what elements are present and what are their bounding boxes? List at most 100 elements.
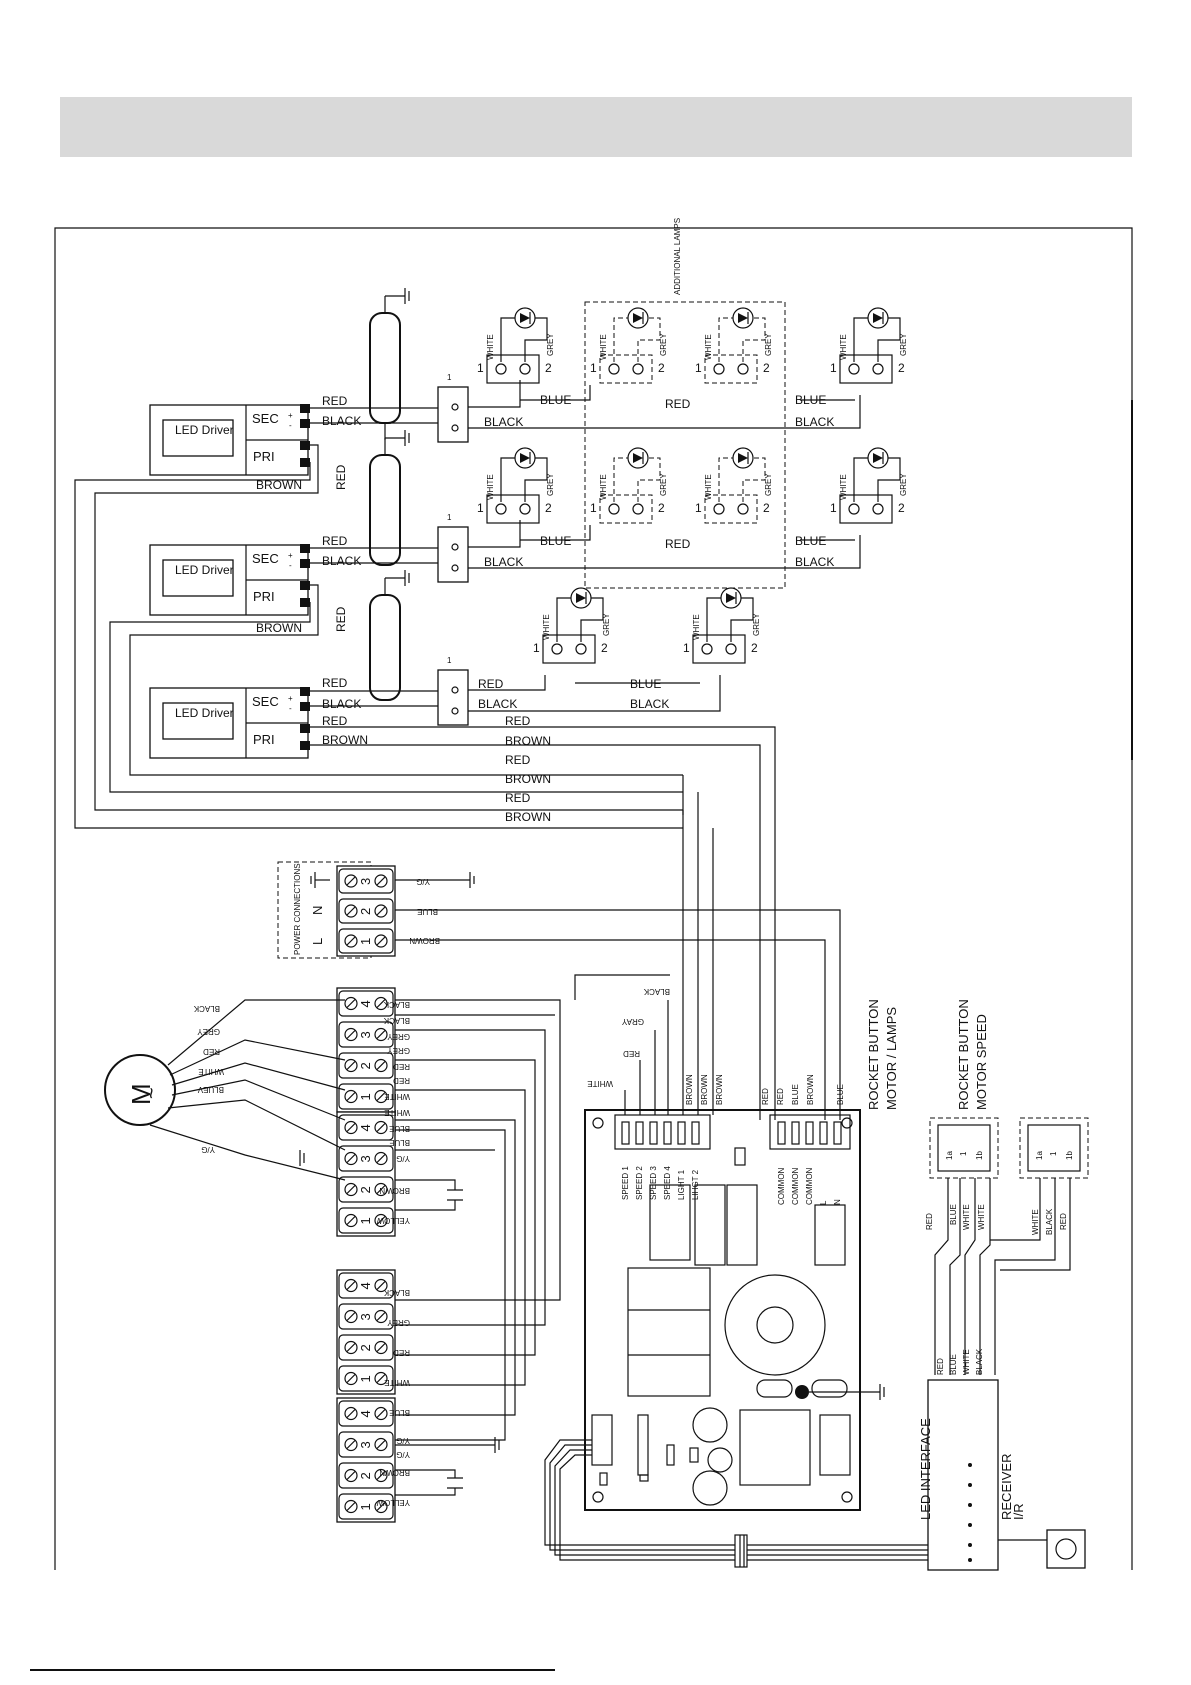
svg-text:BLUE: BLUE bbox=[949, 1354, 958, 1375]
svg-text:RED: RED bbox=[761, 1088, 770, 1105]
svg-text:3: 3 bbox=[358, 1155, 373, 1162]
svg-text:SPEED 4: SPEED 4 bbox=[663, 1166, 672, 1200]
svg-text:3: 3 bbox=[358, 1031, 373, 1038]
svg-text:RED: RED bbox=[665, 537, 691, 551]
svg-text:GRAY: GRAY bbox=[621, 1017, 644, 1026]
power-earth-icon bbox=[310, 872, 330, 888]
svg-text:2: 2 bbox=[545, 361, 552, 375]
svg-text:BLACK: BLACK bbox=[1045, 1208, 1054, 1235]
svg-text:RED: RED bbox=[665, 397, 691, 411]
svg-text:WHITE: WHITE bbox=[704, 334, 713, 360]
led-bulb-icon bbox=[867, 307, 889, 329]
svg-text:1: 1 bbox=[590, 361, 597, 375]
capacitor-icon bbox=[395, 1469, 463, 1496]
svg-text:BROWN: BROWN bbox=[505, 772, 551, 786]
motor-label: M bbox=[126, 1083, 156, 1105]
svg-text:BLACK: BLACK bbox=[383, 1000, 410, 1009]
svg-text:BLACK: BLACK bbox=[383, 1288, 410, 1297]
svg-text:Y/G: Y/G bbox=[201, 1145, 215, 1154]
pcb-feed-wires bbox=[624, 775, 714, 1115]
svg-text:RED: RED bbox=[393, 1348, 410, 1357]
svg-text:GREY: GREY bbox=[387, 1318, 410, 1327]
svg-text:1: 1 bbox=[447, 656, 452, 665]
svg-text:BLUE: BLUE bbox=[949, 1204, 958, 1225]
svg-text:4: 4 bbox=[358, 1124, 373, 1131]
svg-text:COMMON: COMMON bbox=[777, 1167, 786, 1205]
rocket-speed-sub: MOTOR SPEED bbox=[974, 1014, 989, 1110]
svg-text:WHITE: WHITE bbox=[962, 1349, 971, 1375]
led-bulb-icon bbox=[732, 307, 754, 329]
svg-text:1a: 1a bbox=[1035, 1151, 1044, 1160]
led-interface: LED INTERFACE RED BLUE WHITE BLACK bbox=[918, 1348, 1060, 1571]
svg-text:GREY: GREY bbox=[387, 1046, 410, 1055]
svg-text:2: 2 bbox=[658, 501, 665, 515]
svg-text:BROWN: BROWN bbox=[505, 734, 551, 748]
svg-text:PRI: PRI bbox=[253, 589, 275, 604]
ir-receiver: I/R RECEIVER bbox=[999, 1454, 1086, 1569]
header-bar bbox=[60, 97, 1132, 157]
svg-text:BLACK: BLACK bbox=[795, 555, 834, 569]
svg-text:BROWN: BROWN bbox=[505, 810, 551, 824]
svg-text:COMMON: COMMON bbox=[791, 1167, 800, 1205]
power-l-label: L bbox=[310, 938, 325, 945]
additional-lamps-region bbox=[584, 301, 786, 589]
svg-text:BROWN: BROWN bbox=[379, 1468, 410, 1477]
svg-text:-: - bbox=[289, 704, 292, 713]
rocket-lamps-sub: MOTOR / LAMPS bbox=[884, 1007, 899, 1110]
svg-text:2: 2 bbox=[358, 1186, 373, 1193]
svg-text:1: 1 bbox=[447, 373, 452, 382]
svg-text:+: + bbox=[288, 411, 293, 420]
svg-text:BLACK: BLACK bbox=[484, 555, 523, 569]
led-bulb-icon bbox=[514, 447, 536, 469]
sec-label-1: SEC bbox=[252, 411, 279, 426]
svg-text:GREY: GREY bbox=[197, 1027, 220, 1036]
svg-text:BLUE: BLUE bbox=[389, 1408, 410, 1417]
svg-text:1: 1 bbox=[477, 361, 484, 375]
svg-text:RED: RED bbox=[925, 1213, 934, 1230]
svg-text:1: 1 bbox=[959, 1151, 968, 1156]
svg-text:RED: RED bbox=[505, 791, 531, 805]
svg-text:RED: RED bbox=[334, 464, 348, 490]
svg-text:LIHGT 2: LIHGT 2 bbox=[691, 1169, 700, 1200]
rocket-button-speed[interactable]: ROCKET BUTTON MOTOR SPEED 1a 1 1b bbox=[956, 999, 1089, 1179]
led-bulb-icon bbox=[514, 307, 536, 329]
svg-text:2: 2 bbox=[545, 501, 552, 515]
svg-text:Y/G: Y/G bbox=[396, 1154, 410, 1163]
svg-text:GREY: GREY bbox=[659, 333, 668, 356]
terminal-bus bbox=[395, 974, 670, 1441]
capacitor-icon bbox=[395, 1179, 463, 1211]
svg-text:-: - bbox=[289, 421, 292, 430]
led-interface-label: LED INTERFACE bbox=[918, 1418, 933, 1520]
svg-text:4: 4 bbox=[358, 1410, 373, 1417]
svg-text:GREY: GREY bbox=[387, 1032, 410, 1041]
svg-text:BROWN: BROWN bbox=[409, 936, 440, 945]
svg-text:BLUE: BLUE bbox=[417, 907, 438, 916]
rocket-button-lamps[interactable]: ROCKET BUTTON MOTOR / LAMPS 1a 1 1b bbox=[866, 999, 999, 1179]
svg-text:RED: RED bbox=[478, 677, 504, 691]
svg-text:SPEED 3: SPEED 3 bbox=[649, 1166, 658, 1200]
svg-text:GREY: GREY bbox=[546, 333, 555, 356]
svg-text:BLACK: BLACK bbox=[484, 415, 523, 429]
lamp-tube-2 bbox=[369, 430, 410, 566]
svg-text:WHITE: WHITE bbox=[962, 1204, 971, 1230]
svg-text:BROWN: BROWN bbox=[322, 733, 368, 747]
terminal-wire-labels: BLACKBLACKGREYGREYREDREDWHITEWHITEBLUEBL… bbox=[376, 1000, 500, 1507]
svg-text:RED: RED bbox=[334, 606, 348, 632]
svg-text:4: 4 bbox=[358, 1000, 373, 1007]
svg-text:RED: RED bbox=[936, 1358, 945, 1375]
svg-text:LIGHT 1: LIGHT 1 bbox=[677, 1169, 686, 1200]
lamp-tube-3 bbox=[369, 570, 410, 701]
led-bulb-icon bbox=[867, 447, 889, 469]
svg-text:GREY: GREY bbox=[546, 473, 555, 496]
svg-text:2: 2 bbox=[898, 501, 905, 515]
